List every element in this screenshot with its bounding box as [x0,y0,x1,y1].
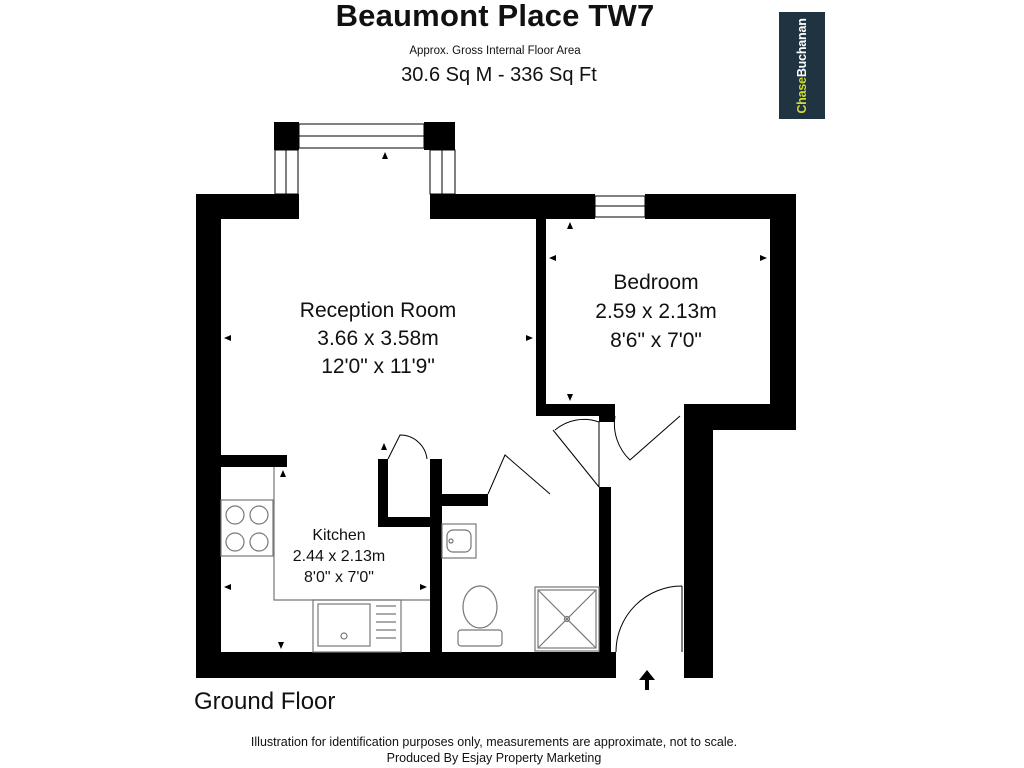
hob-ring-icon [249,532,269,552]
hall-door-leaf [552,429,600,488]
producer-credit: Produced By Esjay Property Marketing [386,751,602,765]
arrow-up-icon [280,470,286,477]
measurement-markers [224,152,767,690]
entrance-arrow-icon [639,670,655,680]
bedroom-metric: 2.59 x 2.13m [595,300,716,323]
hob-ring-icon [249,505,269,525]
arrow-right-icon [420,584,427,590]
shower-tray [534,586,600,652]
wall-bathroom-east [599,487,611,678]
wall-bathroom-west [430,459,442,678]
floor-label: Ground Floor [194,688,336,715]
arrow-left-icon [549,255,556,261]
shower-tray-inner [537,589,597,649]
arrow-up-icon [381,443,387,450]
kitchen-imperial: 8'0" x 7'0" [304,569,374,586]
arrow-down-icon [278,642,284,649]
doors [387,415,683,653]
front-door-swing [615,585,683,653]
bay-pier-left [274,122,299,150]
wash-basin-bowl [446,529,472,553]
hob-ring-icon [225,532,245,552]
walls [196,122,796,678]
tap-icon [340,632,348,640]
arrow-right-icon [526,335,533,341]
floor-area: 30.6 Sq M - 336 Sq Ft [401,64,597,86]
bathroom-door [487,454,551,495]
reception-room-metric: 3.66 x 3.58m [317,327,438,350]
wall-bedroom-door-jamb [599,404,615,422]
hob-ring-icon [225,505,245,525]
bedroom-imperial: 8'6" x 7'0" [610,329,702,352]
shower-diagonal [537,589,597,649]
reception-room-name: Reception Room [300,299,456,322]
wall-north-left [196,194,299,219]
hall-door [554,418,600,487]
bedroom-door [613,415,681,461]
hob [220,499,274,557]
page-title: Beaumont Place TW7 [335,0,655,33]
wall-cupboard-west [378,459,388,527]
cupboard-door [387,434,428,460]
toilet-bowl [462,585,498,629]
wash-basin [441,523,477,559]
kitchen-sink-bowl [317,603,371,647]
wall-north-mid [430,194,595,219]
wall-west [196,194,221,678]
arrow-up-icon [567,222,573,229]
bay-pier-right [424,122,455,150]
basin-tap-icon [448,538,454,544]
reception-room-imperial: 12'0" x 11'9" [321,355,435,378]
bathroom-fixtures [441,523,600,652]
agency-logo: ChaseBuchanan [779,12,825,119]
room-labels: Reception Room 3.66 x 3.58m 12'0" x 11'9… [293,271,717,586]
arrow-right-icon [760,255,767,261]
wall-bedroom-west [536,219,546,416]
wall-cupboard-south [378,517,442,527]
toilet-cistern [457,629,503,647]
kitchen-fixtures [220,467,430,653]
disclaimer-line: Illustration for identification purposes… [250,735,738,749]
shower-drain-icon [563,615,571,623]
wall-kitchen-north [221,455,287,467]
area-caption: Approx. Gross Internal Floor Area [409,45,581,57]
wall-east-bedroom [770,194,796,430]
windows [274,123,646,218]
wall-bathroom-north [442,494,488,506]
bedroom-name: Bedroom [613,271,698,294]
wall-east-hall [684,404,713,678]
entrance-arrow-stem [645,679,649,690]
wall-south [196,652,616,678]
arrow-down-icon [567,394,573,401]
arrow-left-icon [224,335,231,341]
kitchen-name: Kitchen [312,527,365,544]
wall-bedroom-south-left [536,404,615,416]
arrow-up-icon [382,152,388,159]
kitchen-sink-unit [312,599,402,653]
arrow-left-icon [224,584,231,590]
kitchen-metric: 2.44 x 2.13m [293,548,386,565]
disclaimer: Illustration for identification purposes… [0,734,988,766]
